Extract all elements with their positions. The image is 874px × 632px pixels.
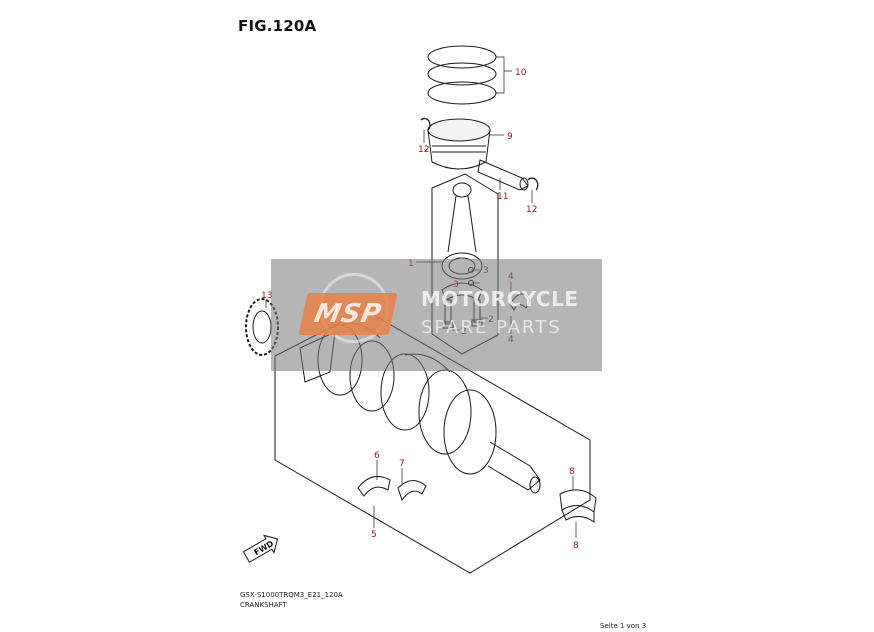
watermark-logo: MSP bbox=[298, 293, 398, 335]
watermark-logo-text: MSP bbox=[311, 299, 385, 329]
callout-5[interactable]: 5 bbox=[371, 530, 377, 540]
page-indicator: Seite 1 von 3 bbox=[600, 622, 647, 630]
circlip-left-drawing bbox=[420, 117, 431, 131]
model-code: GSX-S1000TRQM3_E21_120A bbox=[240, 591, 343, 599]
thrust-bearing-drawing bbox=[559, 489, 597, 523]
main-bearings-drawing bbox=[357, 475, 427, 502]
callout-7[interactable]: 7 bbox=[399, 459, 405, 469]
callout-6[interactable]: 6 bbox=[374, 451, 380, 461]
callout-8-upper[interactable]: 8 bbox=[569, 467, 575, 477]
circlip-right-drawing bbox=[527, 177, 539, 191]
watermark-line-1: MOTORCYCLE bbox=[421, 287, 579, 311]
callout-13[interactable]: 13 bbox=[261, 291, 272, 301]
callout-9[interactable]: 9 bbox=[507, 132, 513, 142]
callout-8-lower[interactable]: 8 bbox=[573, 541, 579, 551]
callout-12-left[interactable]: 12 bbox=[418, 145, 429, 155]
piston-rings-drawing bbox=[427, 45, 497, 105]
callout-10[interactable]: 10 bbox=[515, 68, 527, 78]
callout-11[interactable]: 11 bbox=[497, 192, 508, 202]
piston-pin-drawing bbox=[477, 159, 529, 191]
watermark-overlay: MSP MOTORCYCLE SPARE PARTS bbox=[271, 259, 602, 371]
figure-title: FIG.120A bbox=[238, 17, 317, 35]
part-group-name: CRANKSHAFT bbox=[240, 601, 287, 609]
callout-12-right[interactable]: 12 bbox=[526, 205, 537, 215]
piston-drawing bbox=[427, 118, 491, 170]
fwd-arrow-icon: FWD bbox=[242, 534, 279, 563]
watermark-line-2: SPARE PARTS bbox=[421, 317, 562, 338]
